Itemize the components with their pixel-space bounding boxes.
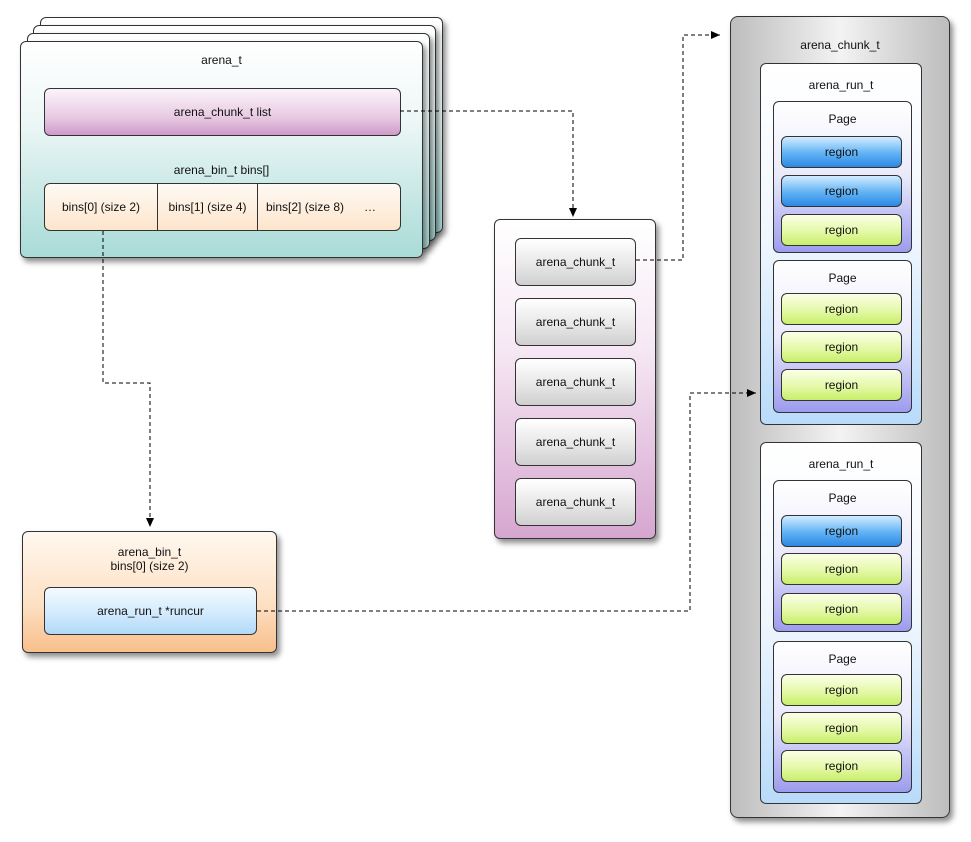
bin-cell-2-label: bins[2] (size 8) <box>266 200 345 214</box>
chunk-list-item: arena_chunk_t <box>515 298 636 346</box>
page-box: Page region region region <box>773 641 912 793</box>
chunk-list-item: arena_chunk_t <box>515 418 636 466</box>
page-title: Page <box>828 112 857 126</box>
arena-chunk-list-label: arena_chunk_t list <box>173 105 272 119</box>
chunk-list-panel: arena_chunk_t arena_chunk_t arena_chunk_… <box>494 219 656 539</box>
region-label: region <box>824 340 859 354</box>
region-label: region <box>824 721 859 735</box>
arena-box: arena_t arena_chunk_t list arena_bin_t b… <box>20 41 423 258</box>
region-in-use: region <box>781 136 902 168</box>
page-title: Page <box>828 271 857 285</box>
region-label: region <box>824 378 859 392</box>
region-label: region <box>824 683 859 697</box>
region-free: region <box>781 553 902 585</box>
chunk-list-item-label: arena_chunk_t <box>535 375 616 389</box>
arena-run-title: arena_run_t <box>808 457 874 471</box>
region-free: region <box>781 369 902 401</box>
bin-cell-1: bins[1] (size 4) <box>158 184 258 230</box>
arena-chunk-box: arena_chunk_t arena_run_t Page region re… <box>730 16 950 818</box>
region-label: region <box>824 145 859 159</box>
region-label: region <box>824 302 859 316</box>
arena-chunk-list-box: arena_chunk_t list <box>44 88 401 136</box>
edge-bin0-to-arena-bin <box>102 231 154 527</box>
chunk-list-item-label: arena_chunk_t <box>535 495 616 509</box>
chunk-list-item-label: arena_chunk_t <box>535 435 616 449</box>
region-free: region <box>781 750 902 782</box>
chunk-list-item: arena_chunk_t <box>515 478 636 526</box>
region-free: region <box>781 674 902 706</box>
region-label: region <box>824 184 859 198</box>
region-in-use: region <box>781 175 902 207</box>
region-free: region <box>781 331 902 363</box>
arena-bin-subtitle: bins[0] (size 2) <box>110 559 189 573</box>
arena-bin-title: arena_bin_t <box>117 545 182 559</box>
page-box: Page region region region <box>773 260 912 413</box>
region-in-use: region <box>781 515 902 547</box>
arena-bins-row: bins[0] (size 2) bins[1] (size 4) bins[2… <box>44 183 401 231</box>
region-free: region <box>781 593 902 625</box>
region-free: region <box>781 214 902 246</box>
region-label: region <box>824 602 859 616</box>
arena-run-title: arena_run_t <box>808 78 874 92</box>
page-title: Page <box>828 491 857 505</box>
region-label: region <box>824 759 859 773</box>
arena-chunk-title: arena_chunk_t <box>800 38 880 52</box>
bin-cell-ellipsis: … <box>364 200 377 214</box>
runcur-box: arena_run_t *runcur <box>44 587 257 635</box>
arena-run-box: arena_run_t Page region region region Pa… <box>760 63 922 425</box>
chunk-list-item: arena_chunk_t <box>515 358 636 406</box>
page-title: Page <box>828 652 857 666</box>
region-free: region <box>781 712 902 744</box>
arena-run-box: arena_run_t Page region region region Pa… <box>760 442 922 804</box>
arena-bins-label: arena_bin_t bins[] <box>173 163 270 177</box>
chunk-list-item-label: arena_chunk_t <box>535 315 616 329</box>
arena-bin-box: arena_bin_t bins[0] (size 2) arena_run_t… <box>22 531 277 653</box>
region-label: region <box>824 223 859 237</box>
chunk-list-item: arena_chunk_t <box>515 238 636 286</box>
region-label: region <box>824 562 859 576</box>
arena-title: arena_t <box>201 53 242 67</box>
bin-cell-0: bins[0] (size 2) <box>45 184 158 230</box>
region-label: region <box>824 524 859 538</box>
chunk-list-item-label: arena_chunk_t <box>535 255 616 269</box>
page-box: Page region region region <box>773 480 912 632</box>
runcur-label: arena_run_t *runcur <box>97 604 204 618</box>
page-box: Page region region region <box>773 101 912 253</box>
bin-cell-2: bins[2] (size 8) … <box>258 184 400 230</box>
region-free: region <box>781 293 902 325</box>
